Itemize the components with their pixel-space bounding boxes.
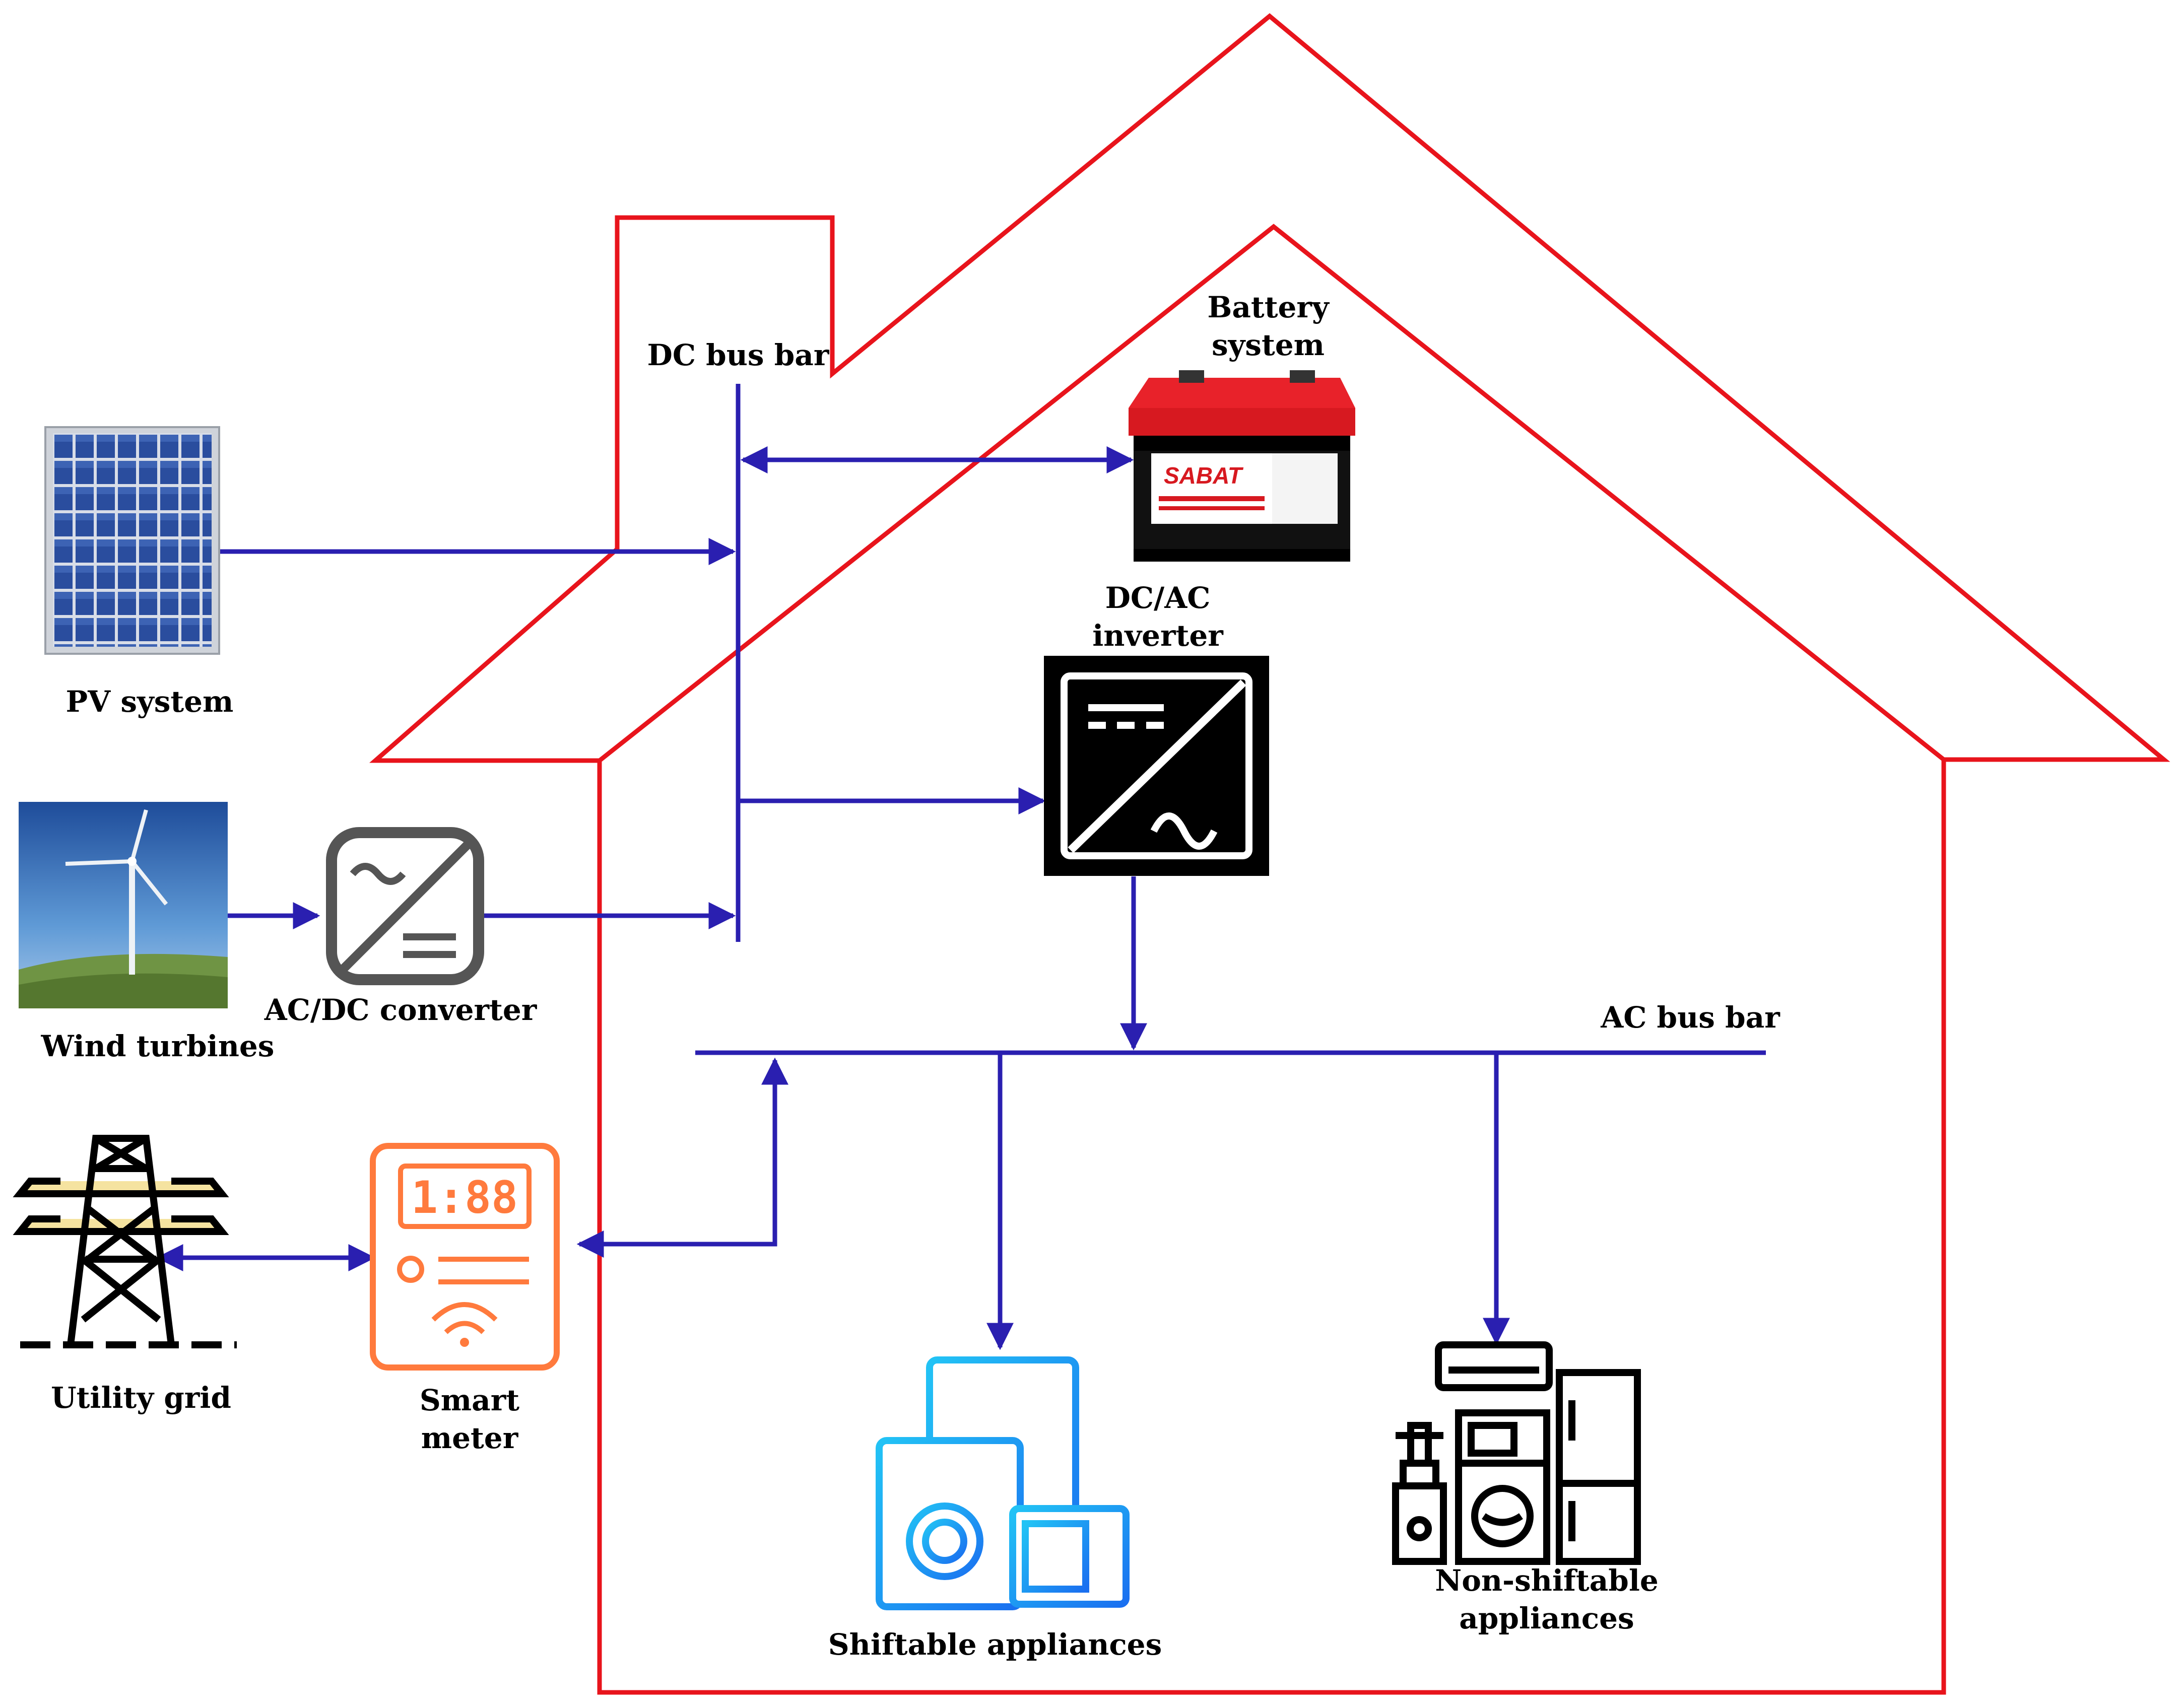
nonshiftable-label-line2: appliances	[1459, 1601, 1634, 1635]
battery-brand: SABAT	[1164, 462, 1244, 489]
utility-grid-label: Utility grid	[51, 1381, 231, 1415]
meter-display: 1:88	[411, 1172, 518, 1223]
smart-meter-label-line2: meter	[421, 1421, 519, 1455]
smart-meter-icon: 1:88	[370, 1143, 560, 1371]
smart-meter-label-line1: Smart	[420, 1383, 519, 1417]
power-lines	[156, 384, 1766, 1350]
wind-turbine-icon	[19, 802, 228, 1008]
acdc-converter-label: AC/DC converter	[264, 993, 538, 1027]
dc-bus-bar-label: DC bus bar	[647, 338, 830, 372]
utility-grid-icon	[13, 1135, 237, 1348]
house-outline	[369, 13, 2170, 1695]
labels: DC bus bar Battery system PV system DC/A…	[41, 290, 1781, 1662]
dcac-inverter-icon	[1044, 656, 1269, 876]
dcac-label-line2: inverter	[1092, 619, 1224, 653]
battery-label-line1: Battery	[1207, 290, 1330, 324]
house-inner-roof	[598, 224, 1945, 763]
wind-turbines-label: Wind turbines	[41, 1029, 275, 1063]
dcac-label-line1: DC/AC	[1105, 581, 1211, 615]
house-outer-roof	[369, 13, 2170, 1695]
battery-icon: SABAT	[1129, 370, 1355, 562]
nonshiftable-label-line1: Non-shiftable	[1435, 1563, 1659, 1598]
pv-panel-icon	[44, 426, 220, 655]
ac-bus-bar-label: AC bus bar	[1600, 1000, 1780, 1035]
shiftable-appliances-icon	[876, 1356, 1130, 1610]
meter-to-acbus-link	[576, 1057, 788, 1258]
acdc-converter-icon	[326, 827, 484, 985]
pv-system-label: PV system	[66, 685, 234, 719]
shiftable-appliances-label: Shiftable appliances	[828, 1627, 1162, 1662]
battery-label-line2: system	[1212, 328, 1325, 362]
nonshiftable-appliances-icon	[1392, 1341, 1641, 1565]
